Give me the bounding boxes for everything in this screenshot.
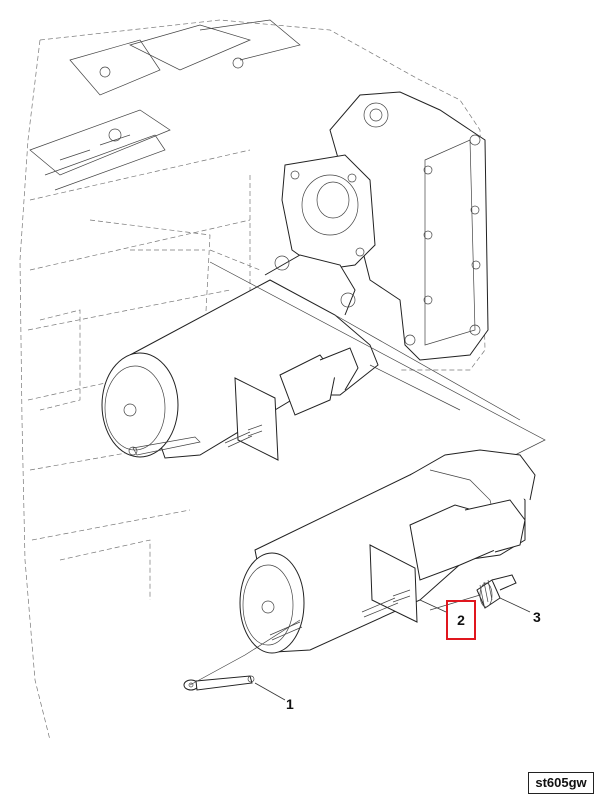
callout-1: 1 <box>286 696 294 712</box>
callout-2-highlighted[interactable]: 2 <box>446 600 476 640</box>
flywheel-housing <box>329 91 489 361</box>
engine-upper-details <box>29 19 301 191</box>
starter-mount-flange <box>281 154 376 271</box>
reference-code-label: st605gw <box>528 772 594 794</box>
engine-block-outline <box>19 19 486 741</box>
installed-starter <box>101 254 379 461</box>
through-bolt <box>183 675 255 691</box>
callout-3: 3 <box>533 609 541 625</box>
exploded-starter <box>239 449 536 654</box>
leader-lines <box>189 594 531 701</box>
